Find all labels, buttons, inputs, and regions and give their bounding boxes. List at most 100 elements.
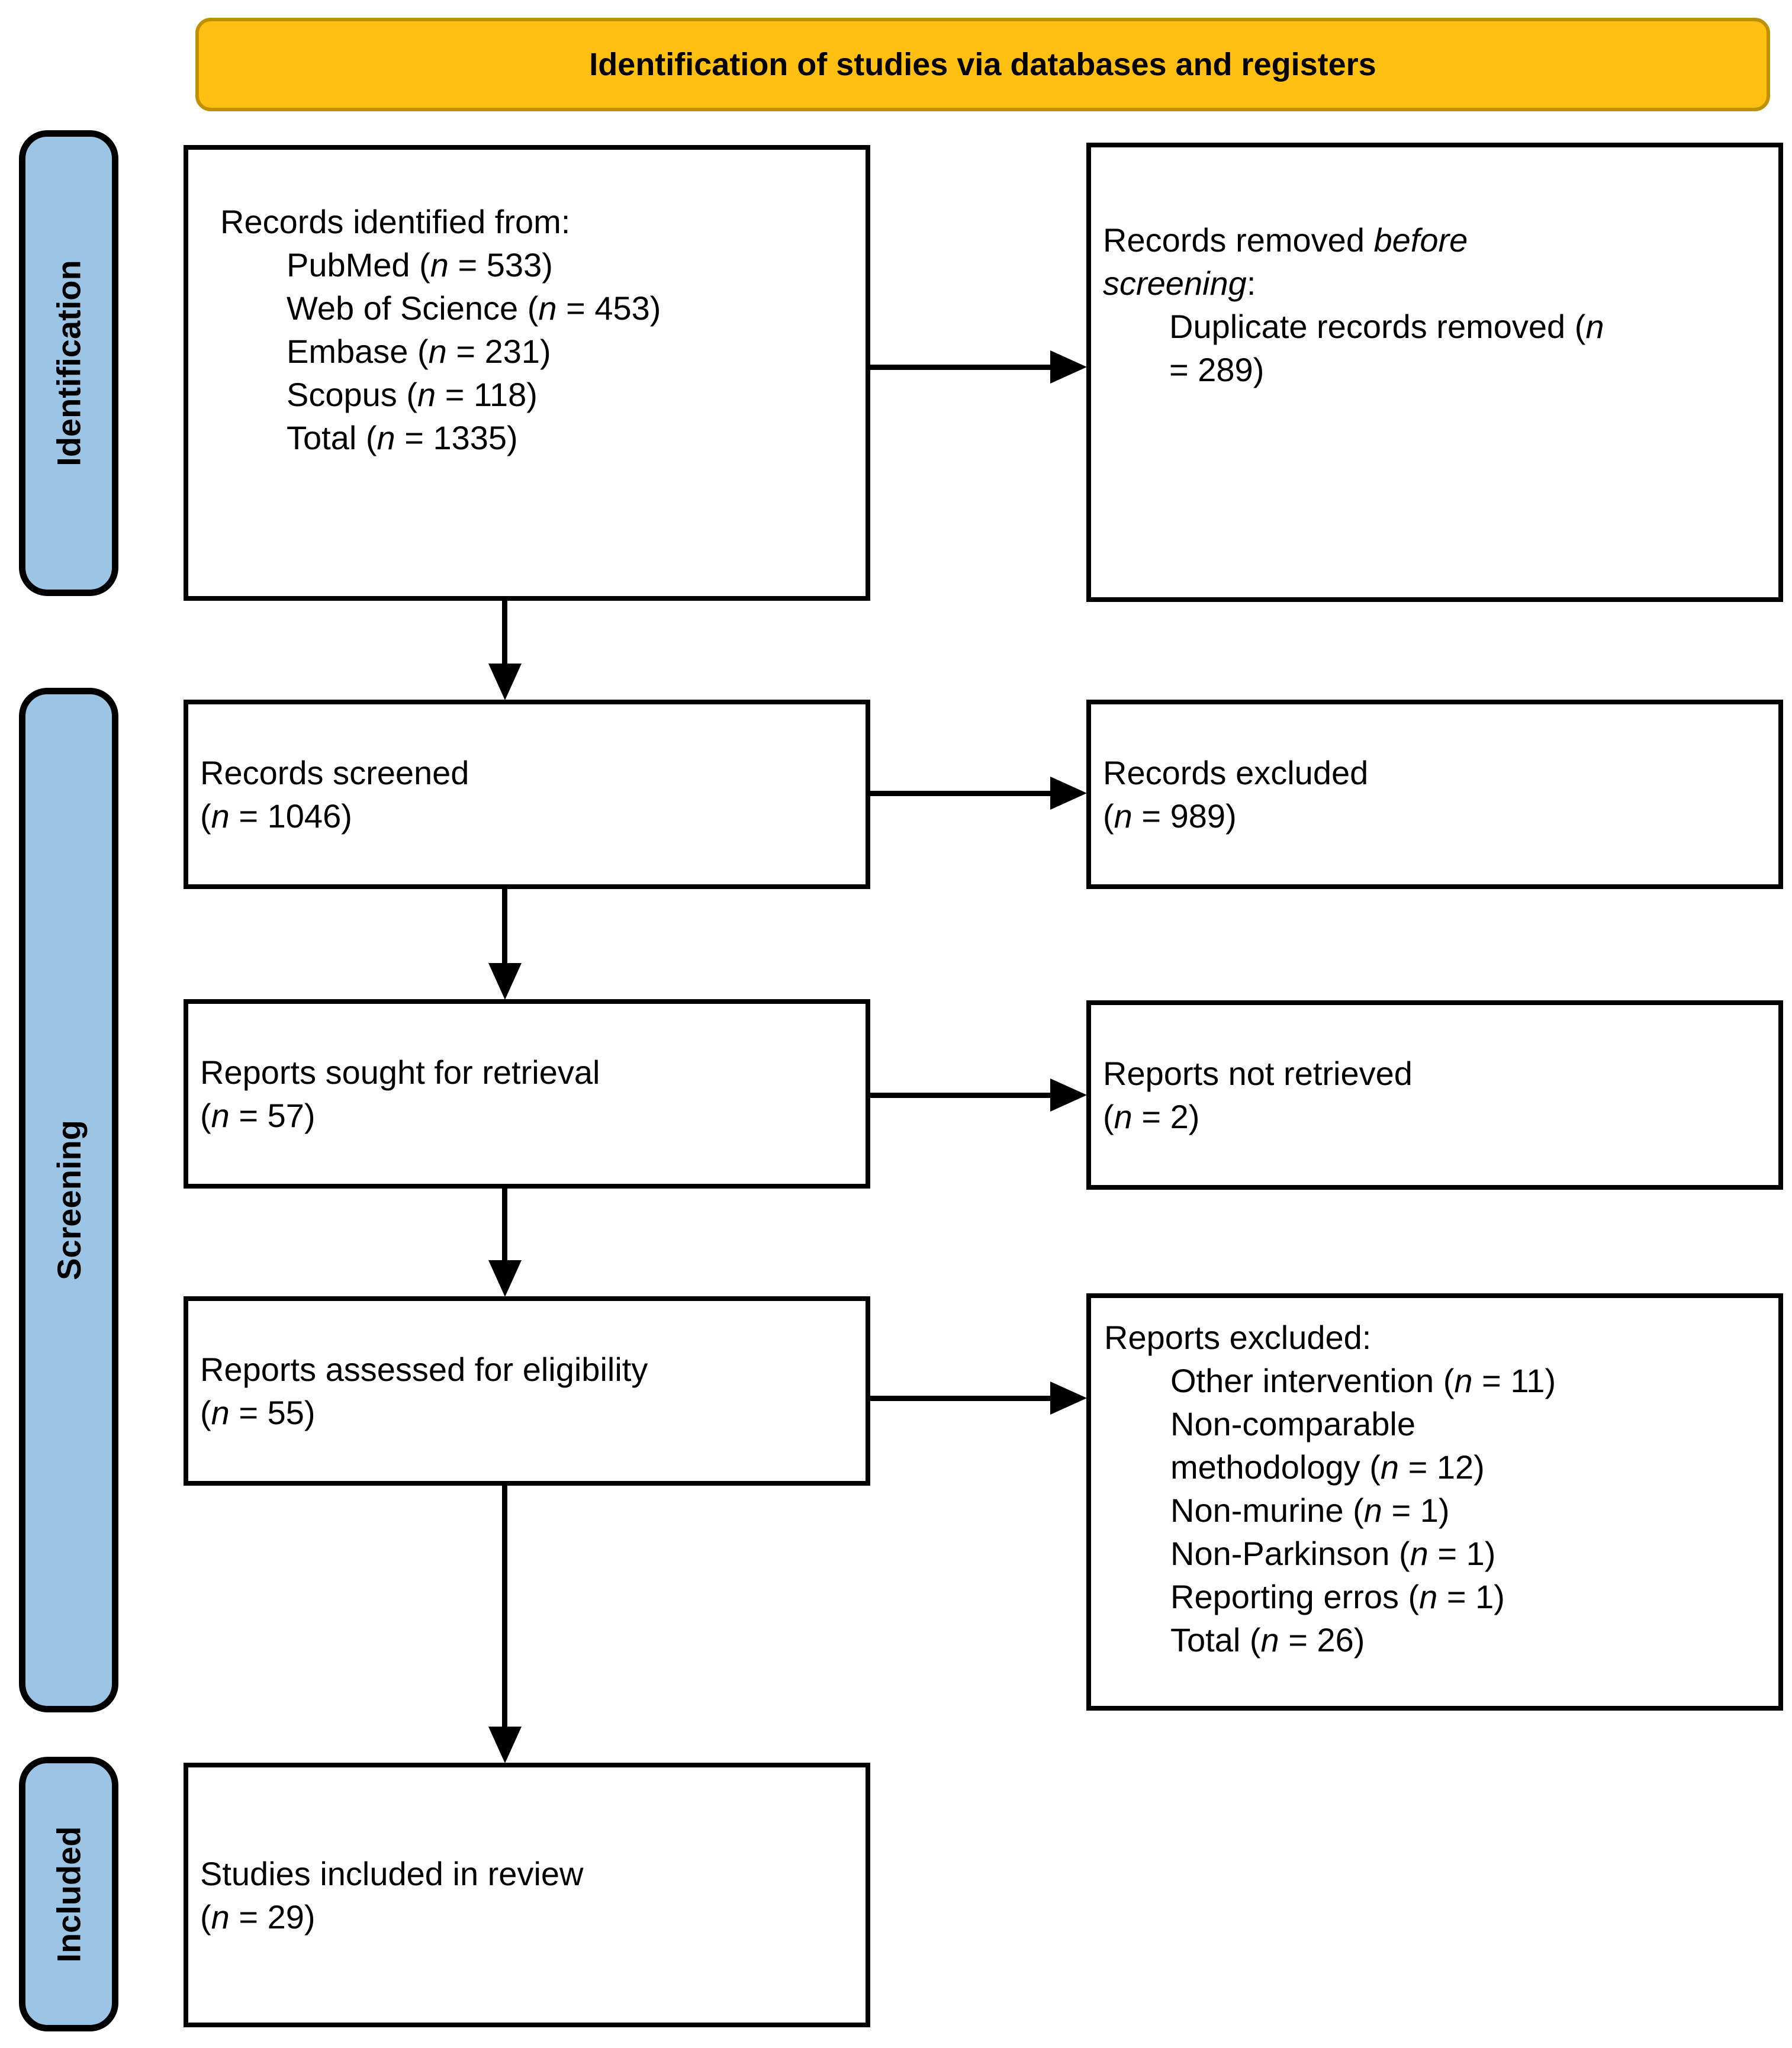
line-text: Non-comparable bbox=[1170, 1405, 1415, 1442]
flow-line: Non-murine (n = 1) bbox=[1104, 1489, 1755, 1532]
flow-line: Non-comparable bbox=[1104, 1402, 1755, 1445]
line-text: Non-murine ( bbox=[1170, 1492, 1364, 1529]
flow-line: Non-Parkinson (n = 1) bbox=[1104, 1532, 1755, 1575]
line-text: Records excluded bbox=[1103, 754, 1369, 791]
n-italic: n bbox=[1260, 1621, 1279, 1659]
flow-line: (n = 2) bbox=[1103, 1095, 1778, 1138]
flow-line: Reports not retrieved bbox=[1103, 1052, 1778, 1095]
arrow-assessed-to-reportsexcluded-head bbox=[1050, 1382, 1087, 1415]
flow-line: PubMed (n = 533) bbox=[220, 243, 848, 286]
arrow-identified-to-screened-line bbox=[502, 601, 507, 666]
arrow-screened-to-sought-line bbox=[502, 889, 507, 965]
line-text: Studies included in review bbox=[200, 1854, 584, 1892]
arrow-sought-to-notretrieved-line bbox=[870, 1093, 1051, 1098]
box-records-removed: Records removed before screening: Duplic… bbox=[1086, 143, 1783, 602]
flow-line: Reporting erros (n = 1) bbox=[1104, 1575, 1755, 1618]
line-rest: = 1046) bbox=[229, 797, 352, 835]
n-italic: n bbox=[430, 246, 449, 284]
stage-label-included-text: Included bbox=[50, 1825, 88, 1963]
line-text: Non-Parkinson ( bbox=[1170, 1535, 1410, 1572]
line-text: Other intervention ( bbox=[1170, 1362, 1455, 1399]
line-rest: = 11) bbox=[1472, 1362, 1556, 1399]
line-text: Web of Science ( bbox=[287, 289, 539, 327]
flow-line: Scopus (n = 118) bbox=[220, 373, 848, 416]
flow-line: Duplicate records removed (n bbox=[1103, 305, 1755, 348]
stage-label-identification: Identification bbox=[19, 130, 118, 596]
arrow-screened-to-sought-head bbox=[488, 963, 522, 1000]
n-italic: n bbox=[1114, 1098, 1133, 1135]
flow-line: Records identified from: bbox=[220, 200, 848, 243]
flow-line: Records removed before bbox=[1103, 218, 1755, 262]
flow-line: screening: bbox=[1103, 262, 1755, 305]
line-text: PubMed ( bbox=[287, 246, 430, 284]
arrow-identified-to-removed-line bbox=[870, 365, 1051, 370]
line-rest: = 55) bbox=[229, 1394, 316, 1431]
n-italic: n bbox=[211, 797, 230, 835]
n-italic: n bbox=[1380, 1448, 1400, 1486]
arrow-sought-to-assessed-head bbox=[488, 1260, 522, 1297]
box-reports-sought: Reports sought for retrieval (n = 57) bbox=[184, 999, 870, 1189]
line-rest: = 989) bbox=[1132, 797, 1237, 835]
line-text: ( bbox=[200, 1394, 211, 1431]
box-studies-included: Studies included in review (n = 29) bbox=[184, 1763, 870, 2027]
flow-line: Total (n = 26) bbox=[1104, 1618, 1755, 1661]
n-italic: n bbox=[428, 333, 447, 370]
n-italic: n bbox=[377, 419, 395, 456]
line-text: ( bbox=[200, 1898, 211, 1936]
diagram-title: Identification of studies via databases … bbox=[589, 47, 1376, 82]
flow-line: Web of Science (n = 453) bbox=[220, 286, 848, 330]
line-rest: = 2) bbox=[1132, 1098, 1200, 1135]
stage-label-screening: Screening bbox=[19, 688, 118, 1712]
n-italic: n bbox=[1114, 797, 1133, 835]
n-italic: n bbox=[211, 1898, 230, 1936]
arrow-screened-to-excluded-head bbox=[1050, 777, 1087, 810]
flow-line: (n = 57) bbox=[200, 1094, 848, 1137]
line-text: ( bbox=[200, 1097, 211, 1134]
box-reports-assessed: Reports assessed for eligibility (n = 55… bbox=[184, 1296, 870, 1486]
box-records-excluded: Records excluded (n = 989) bbox=[1086, 700, 1783, 889]
line-text: Reports not retrieved bbox=[1103, 1055, 1413, 1092]
flow-line: = 289) bbox=[1103, 348, 1755, 391]
arrow-assessed-to-reportsexcluded-line bbox=[870, 1396, 1051, 1401]
line-rest: = 26) bbox=[1279, 1621, 1365, 1659]
n-italic: n bbox=[1363, 1492, 1382, 1529]
line-text: Reports excluded: bbox=[1104, 1319, 1372, 1356]
line-text: ( bbox=[1103, 797, 1114, 835]
flow-line: (n = 29) bbox=[200, 1895, 848, 1938]
flow-line: Other intervention (n = 11) bbox=[1104, 1359, 1755, 1402]
arrow-sought-to-notretrieved-head bbox=[1050, 1078, 1087, 1112]
arrow-identified-to-removed-head bbox=[1050, 350, 1087, 384]
line-text: Total ( bbox=[1170, 1621, 1261, 1659]
box-reports-excluded: Reports excluded: Other intervention (n … bbox=[1086, 1293, 1783, 1711]
n-italic: n bbox=[1410, 1535, 1429, 1572]
arrow-screened-to-excluded-line bbox=[870, 791, 1051, 796]
flow-line: Embase (n = 231) bbox=[220, 330, 848, 373]
n-italic: n bbox=[211, 1394, 230, 1431]
line-rest: = 1) bbox=[1428, 1535, 1496, 1572]
line-text: ( bbox=[1103, 1098, 1114, 1135]
n-italic: screening bbox=[1103, 265, 1247, 302]
line-rest: = 118) bbox=[436, 376, 538, 413]
arrow-identified-to-screened-head bbox=[488, 664, 522, 700]
line-rest: : bbox=[1246, 265, 1256, 302]
line-text: ( bbox=[200, 797, 211, 835]
box-reports-not-retrieved: Reports not retrieved (n = 2) bbox=[1086, 1000, 1783, 1190]
line-rest: = 29) bbox=[229, 1898, 316, 1936]
line-text: Scopus ( bbox=[287, 376, 417, 413]
line-text: Records removed bbox=[1103, 221, 1374, 259]
n-italic: before bbox=[1373, 221, 1468, 259]
arrow-assessed-to-included-head bbox=[488, 1727, 522, 1763]
stage-label-identification-text: Identification bbox=[50, 260, 88, 466]
line-text: Reports assessed for eligibility bbox=[200, 1351, 648, 1388]
line-text: Total ( bbox=[287, 419, 377, 456]
stage-label-screening-text: Screening bbox=[50, 1120, 88, 1280]
line-rest: = 1) bbox=[1382, 1492, 1450, 1529]
n-italic: n bbox=[1454, 1362, 1473, 1399]
flow-line: Records excluded bbox=[1103, 751, 1778, 794]
stage-label-included: Included bbox=[19, 1757, 118, 2031]
line-text: Reports sought for retrieval bbox=[200, 1054, 600, 1091]
n-italic: n bbox=[1419, 1578, 1438, 1615]
flow-line: Records screened bbox=[200, 751, 848, 794]
arrow-sought-to-assessed-line bbox=[502, 1189, 507, 1262]
